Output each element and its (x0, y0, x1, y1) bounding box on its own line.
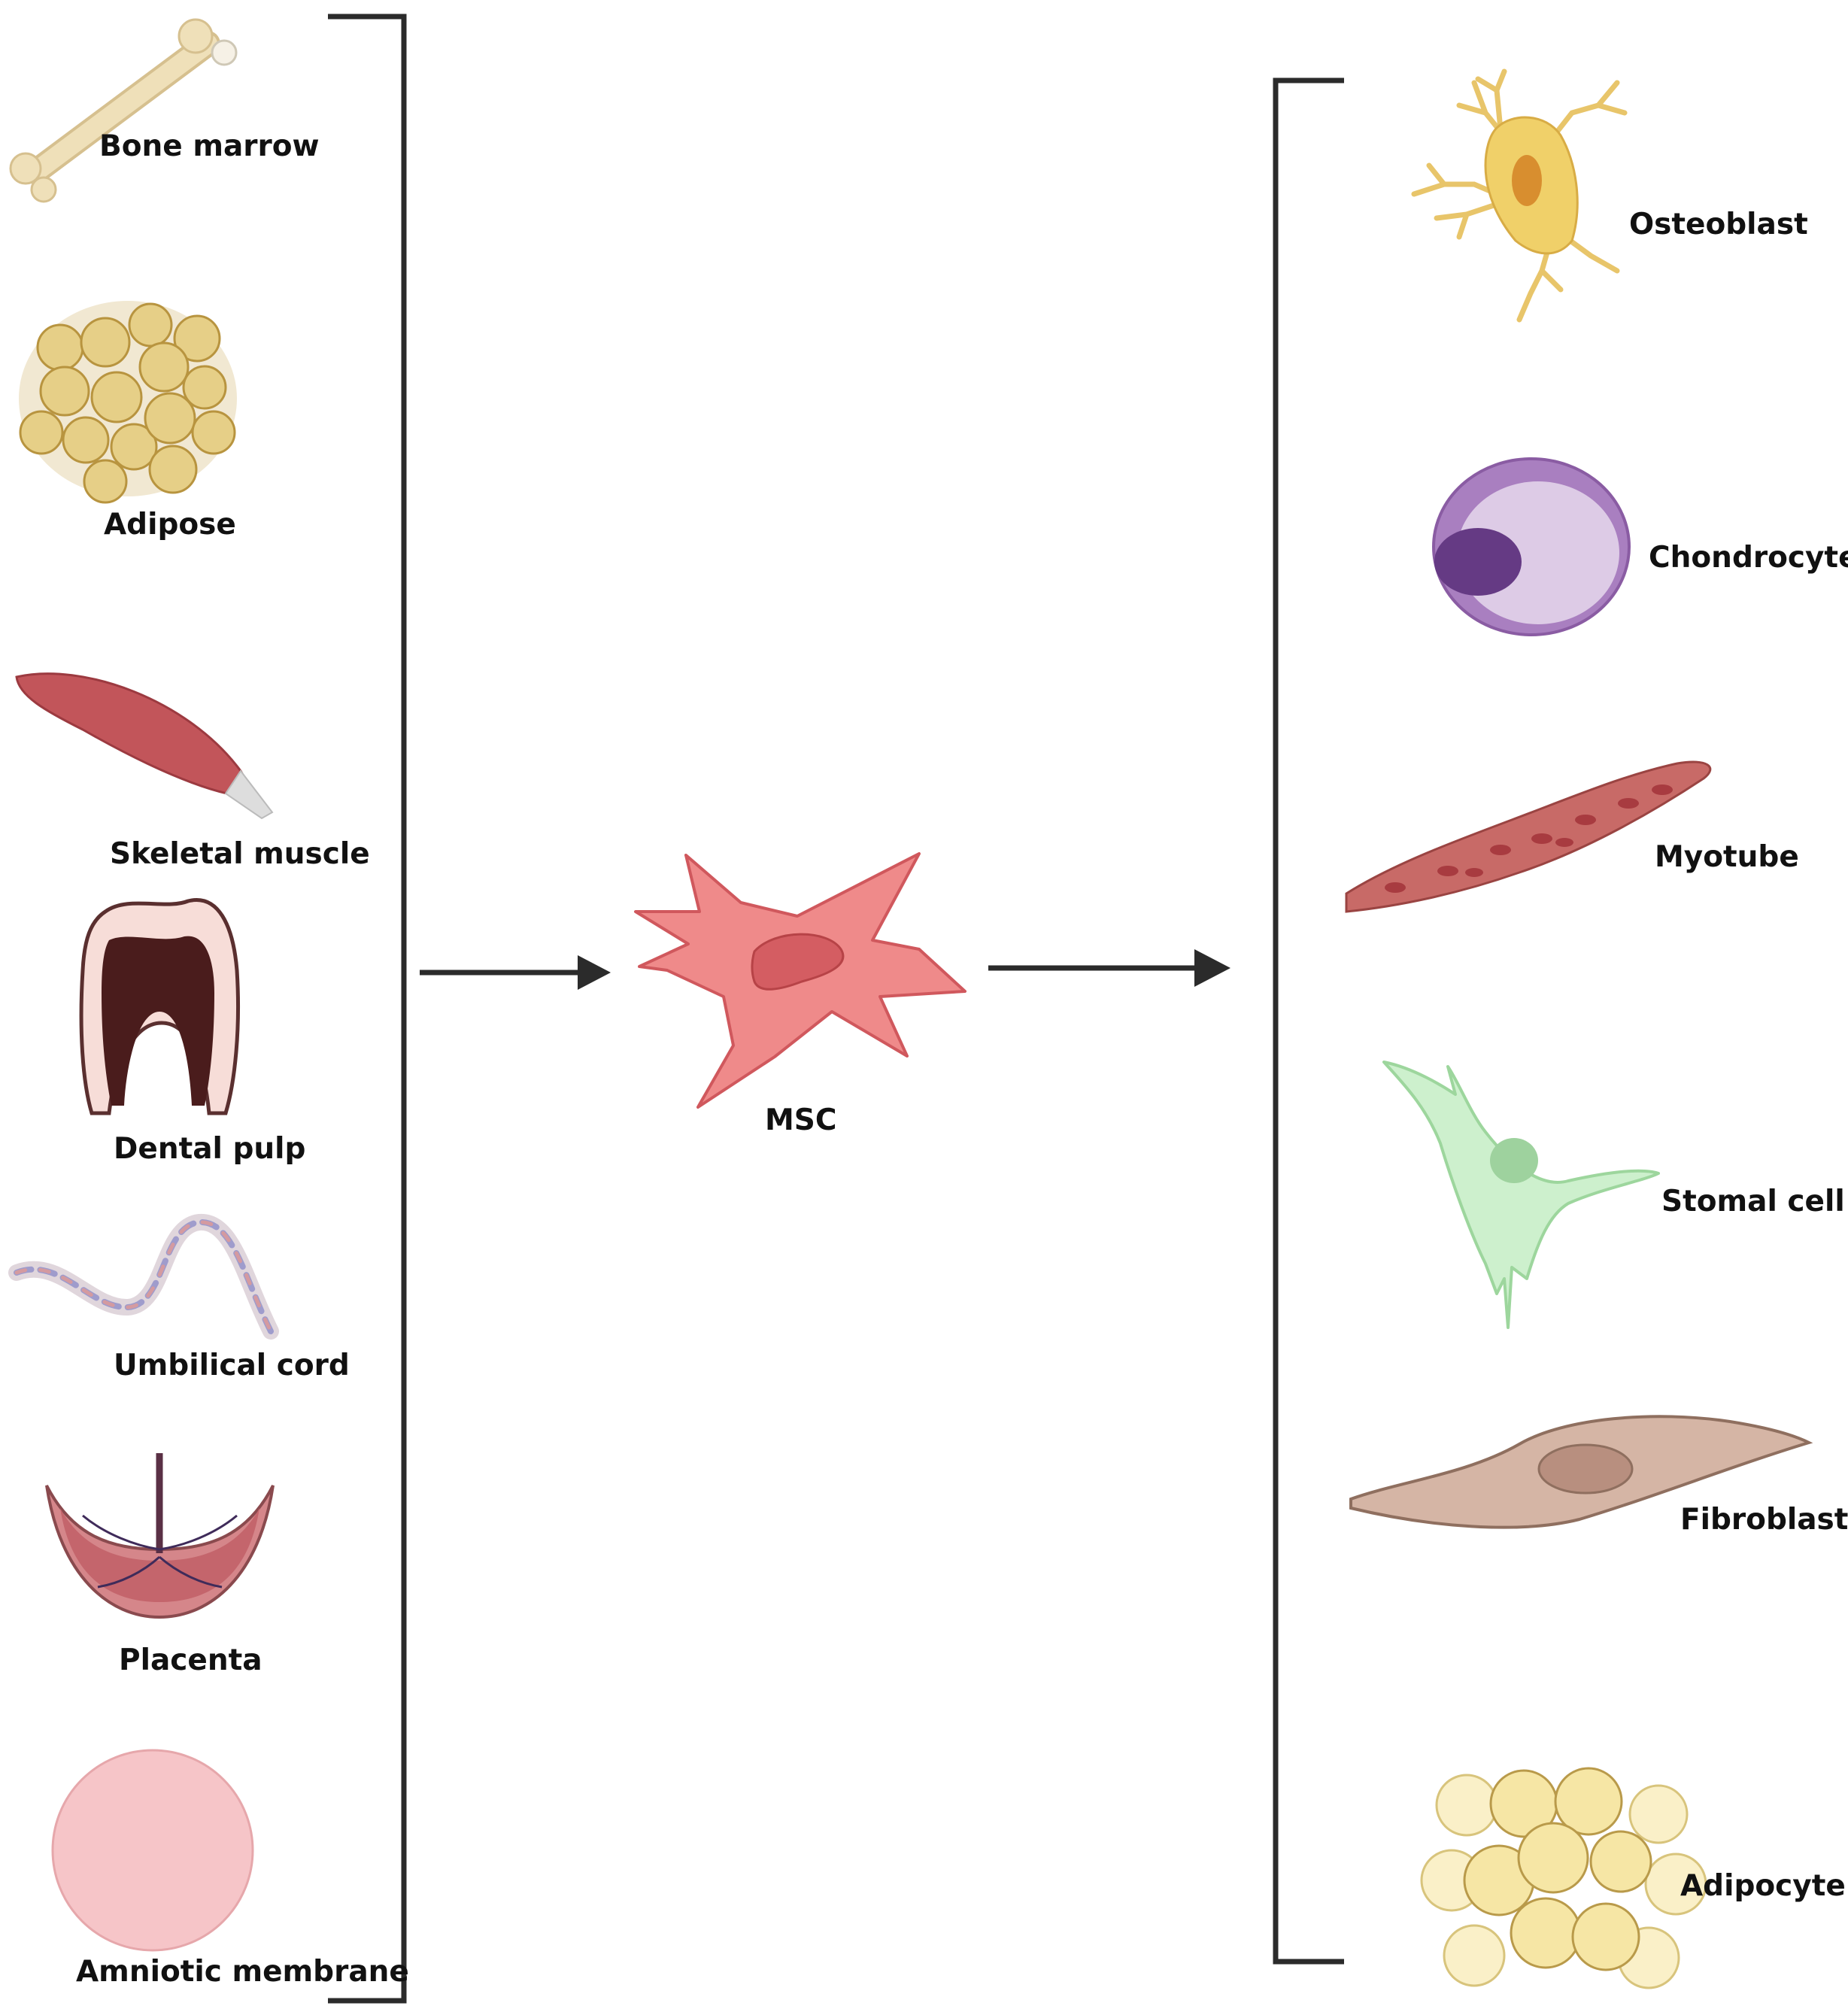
source-label-skeletal-muscle: Skeletal muscle (110, 837, 370, 871)
outcome-label-adipocyte: Adipocyte (1680, 1869, 1846, 1903)
tooth-icon (79, 898, 241, 1115)
adipocyte-icon (1420, 1767, 1707, 1989)
outcome-label-fibroblast: Fibroblast (1680, 1503, 1848, 1537)
source-label-dental-pulp: Dental pulp (114, 1132, 306, 1166)
source-label-bone-marrow: Bone marrow (99, 129, 320, 163)
outcome-label-stomal-cell: Stomal cell (1661, 1185, 1845, 1218)
source-label-placenta: Placenta (119, 1643, 262, 1677)
fibroblast-icon (1349, 1415, 1813, 1529)
arrow-to-msc (420, 955, 611, 990)
outcome-label-chondrocyte: Chondrocyte (1649, 541, 1848, 575)
msc-cell-icon (634, 852, 966, 1109)
amniotic-membrane-icon (51, 1749, 254, 1952)
source-label-amniotic-membrane: Amniotic membrane (76, 1955, 409, 1989)
osteoblast-icon (1411, 68, 1628, 323)
arrow-to-outcomes (988, 949, 1230, 987)
skeletal-muscle-icon (15, 672, 274, 820)
outcome-label-myotube: Myotube (1655, 840, 1799, 874)
outcome-label-osteoblast: Osteoblast (1629, 208, 1808, 241)
sources-bracket (328, 14, 407, 2004)
stromal-cell-icon (1382, 1061, 1660, 1329)
bone-icon (9, 18, 238, 203)
myotube-icon (1345, 760, 1712, 913)
source-label-adipose: Adipose (104, 508, 236, 542)
source-label-umbilical-cord: Umbilical cord (114, 1349, 350, 1382)
outcomes-bracket (1273, 77, 1344, 1965)
placenta-icon (45, 1453, 275, 1619)
umbilical-cord-icon (8, 1214, 279, 1340)
msc-label: MSC (765, 1103, 837, 1137)
chondrocyte-icon (1432, 457, 1631, 636)
adipose-tissue-icon (19, 301, 237, 504)
